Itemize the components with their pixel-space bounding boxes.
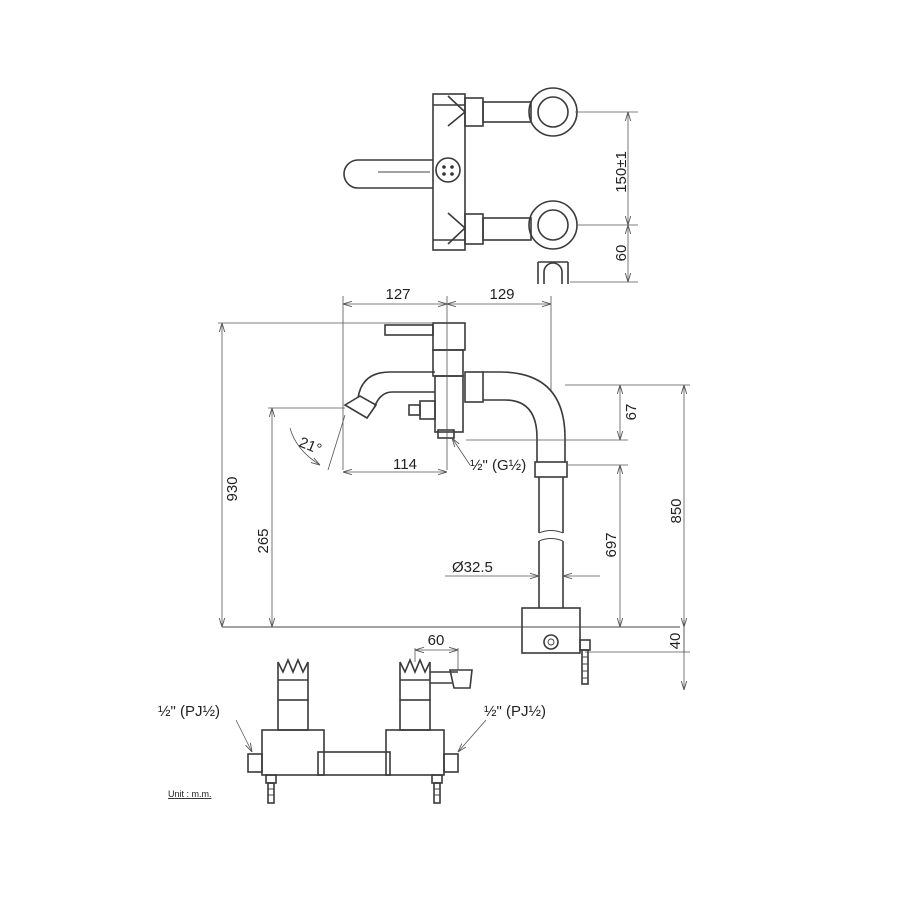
dim-base-height: 40: [667, 633, 684, 650]
dim-spout-angle: 21°: [297, 434, 324, 458]
dim-spout-reach: 114: [393, 456, 417, 473]
dim-pipe-diameter: Ø32.5: [452, 559, 493, 576]
dim-plan-offset: 60: [613, 245, 630, 262]
thread-inlet-left: ½" (PJ½): [158, 703, 220, 720]
dim-riser-height: 850: [668, 498, 685, 523]
dim-pipe-length: 697: [603, 532, 620, 557]
plan-view: 150±1 60: [343, 87, 638, 284]
dim-plan-spacing: 150±1: [613, 151, 630, 193]
dim-overall-height: 930: [224, 476, 241, 501]
thread-outlet-size: ½" (G½): [470, 457, 526, 474]
dim-top-width-right: 129: [489, 286, 514, 303]
unit-note: Unit : m.m.: [168, 789, 212, 799]
dim-spout-height: 265: [255, 528, 272, 553]
dim-front-offset: 60: [428, 632, 445, 649]
dim-top-width-left: 127: [385, 286, 410, 303]
thread-inlet-right: ½" (PJ½): [484, 703, 546, 720]
side-view: 127 129 930 265 21° 114 67 850 697 Ø32.5…: [218, 286, 690, 690]
dim-elbow-drop: 67: [623, 404, 640, 421]
front-view: 60 ½" (PJ½) ½" (PJ½): [158, 632, 546, 804]
